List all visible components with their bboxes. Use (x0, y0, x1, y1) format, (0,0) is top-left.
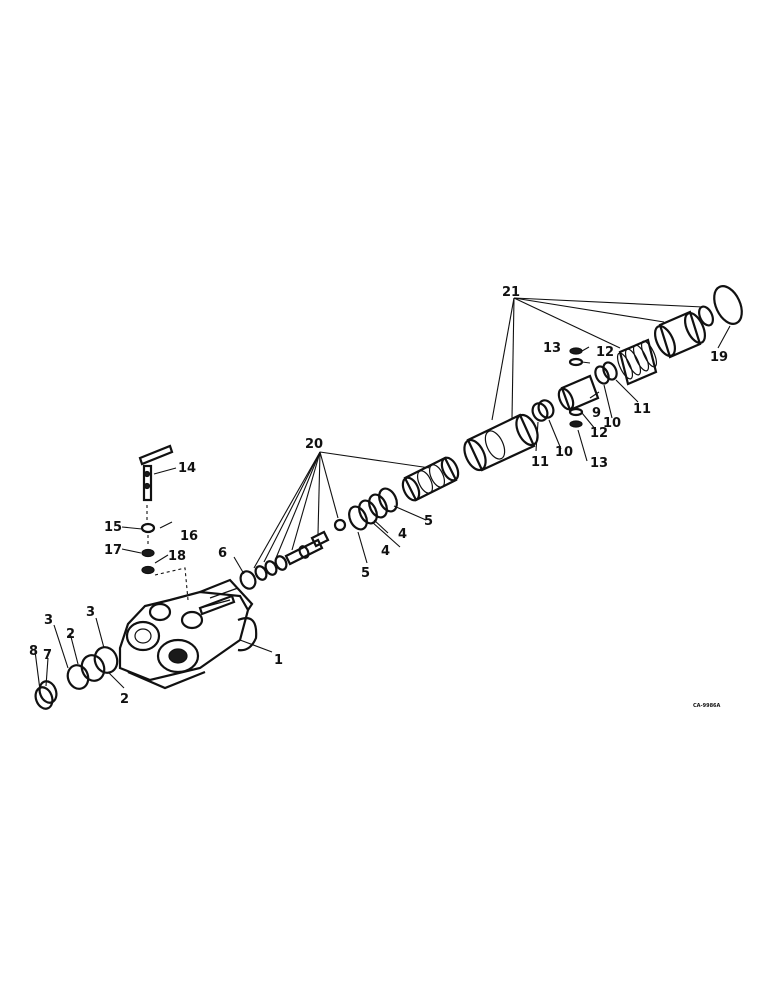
callout-9: 9 (592, 406, 601, 421)
callout-20: 20 (305, 437, 323, 452)
callout-10: 10 (603, 416, 621, 431)
callout-15: 15 (104, 520, 122, 535)
callout-7: 7 (43, 648, 52, 663)
callout-17: 17 (104, 543, 122, 558)
callout-16: 16 (180, 529, 198, 544)
callout-1: 1 (274, 653, 283, 668)
callout-5: 5 (361, 566, 370, 581)
callout-4: 4 (398, 527, 407, 542)
callout-4: 4 (381, 544, 390, 559)
callout-21: 21 (502, 285, 520, 300)
callout-13: 13 (590, 456, 608, 471)
leader-lines (34, 297, 731, 691)
callout-10: 10 (555, 445, 573, 460)
lever-pin-assembly (138, 444, 236, 616)
callout-6: 6 (218, 546, 227, 561)
callout-12: 12 (596, 345, 614, 360)
callout-8: 8 (29, 644, 38, 659)
spool-group (239, 456, 460, 590)
callout-11: 11 (633, 402, 651, 417)
callout-5: 5 (424, 514, 433, 529)
callout-18: 18 (168, 549, 186, 564)
detent-group (463, 285, 743, 472)
callout-3: 3 (44, 613, 53, 628)
callout-2: 2 (120, 692, 129, 707)
callout-labels: 1 2 2 3 3 4 4 5 5 6 7 8 9 10 10 10 11 11… (29, 285, 728, 709)
callout-13: 13 (543, 341, 561, 356)
callout-14: 14 (178, 461, 196, 476)
callout-2: 2 (66, 627, 75, 642)
callout-12: 12 (590, 426, 608, 441)
callout-3: 3 (86, 605, 95, 620)
drawing-code: CA-9986A (693, 703, 721, 709)
valve-body (118, 578, 258, 690)
callout-19: 19 (710, 350, 728, 365)
callout-11: 11 (531, 455, 549, 470)
